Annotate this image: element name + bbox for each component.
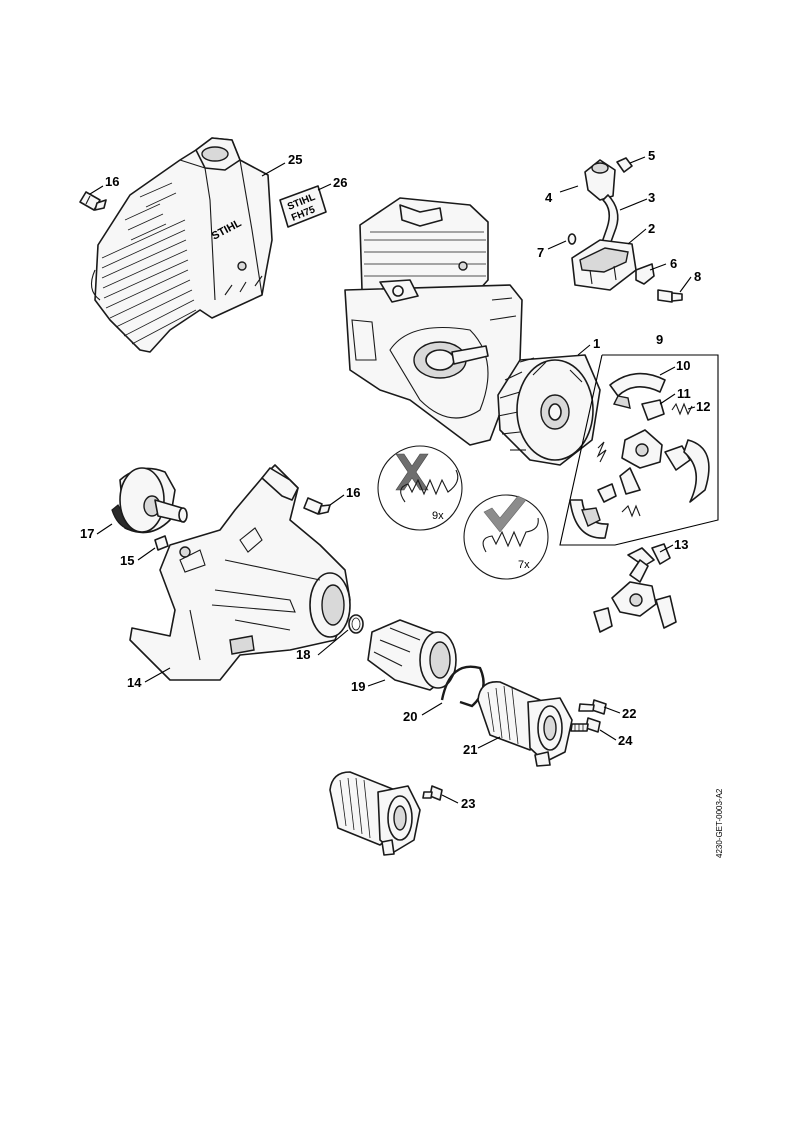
- clutch-carrier-assembly: [593, 543, 677, 633]
- clutch-kit-parts: [569, 372, 710, 539]
- callout-24: 24: [618, 733, 633, 748]
- spring-note-wrong: 9x: [377, 445, 463, 531]
- clutch-drum: [111, 467, 188, 534]
- leader-lines: [89, 156, 696, 804]
- screw-22: [578, 699, 607, 715]
- screw-middle: [303, 497, 331, 515]
- wrong-spring-count: 9x: [432, 510, 444, 522]
- screw-23: [422, 785, 443, 801]
- callout-16-middle: 16: [346, 485, 360, 500]
- clutch-kit-box: [559, 354, 719, 546]
- callout-5: 5: [648, 148, 655, 163]
- callout-22: 22: [622, 706, 636, 721]
- callout-7: 7: [537, 245, 544, 260]
- cross-icon: [395, 453, 429, 491]
- callout-13: 13: [674, 537, 688, 552]
- callout-8: 8: [694, 269, 701, 284]
- callout-17: 17: [80, 526, 94, 541]
- alt-tube-sleeve: [329, 771, 421, 856]
- callout-12: 12: [696, 399, 710, 414]
- spring-note-right: 7x: [463, 494, 549, 580]
- circlip: [348, 614, 364, 634]
- callout-14: 14: [127, 675, 142, 690]
- screw-top: [79, 191, 107, 211]
- callout-16-top: 16: [105, 174, 119, 189]
- callout-21: 21: [463, 742, 477, 757]
- engine-cover: STIHL: [90, 137, 273, 353]
- callout-20: 20: [403, 709, 417, 724]
- callout-4: 4: [545, 190, 553, 205]
- callout-26: 26: [333, 175, 347, 190]
- callout-18: 18: [296, 647, 310, 662]
- callout-25: 25: [288, 152, 302, 167]
- callout-9: 9: [656, 332, 663, 347]
- flywheel: [497, 354, 601, 466]
- check-icon: [483, 495, 527, 533]
- right-spring-count: 7x: [518, 559, 530, 571]
- callout-3: 3: [648, 190, 655, 205]
- sleeve: [154, 535, 169, 551]
- screw-24: [570, 717, 601, 733]
- tube-sleeve: [477, 681, 573, 767]
- callout-10: 10: [676, 358, 690, 373]
- callout-19: 19: [351, 679, 365, 694]
- callout-2: 2: [648, 221, 655, 236]
- vibration-sleeve: [367, 619, 457, 691]
- callout-1: 1: [593, 336, 600, 351]
- document-id: 4230-GET-0003-A2: [715, 788, 724, 858]
- engine-block: [344, 197, 523, 446]
- ignition-group: [567, 157, 683, 303]
- callout-11: 11: [677, 386, 691, 401]
- callout-6: 6: [670, 256, 677, 271]
- callout-15: 15: [120, 553, 134, 568]
- callout-23: 23: [461, 796, 475, 811]
- model-decal: STIHL FH75: [279, 185, 327, 228]
- callouts: 1 2 3 4 5 6 7 8 9 10 11 12 13 14 15 16 1…: [80, 148, 710, 811]
- clutch-housing: [129, 464, 351, 681]
